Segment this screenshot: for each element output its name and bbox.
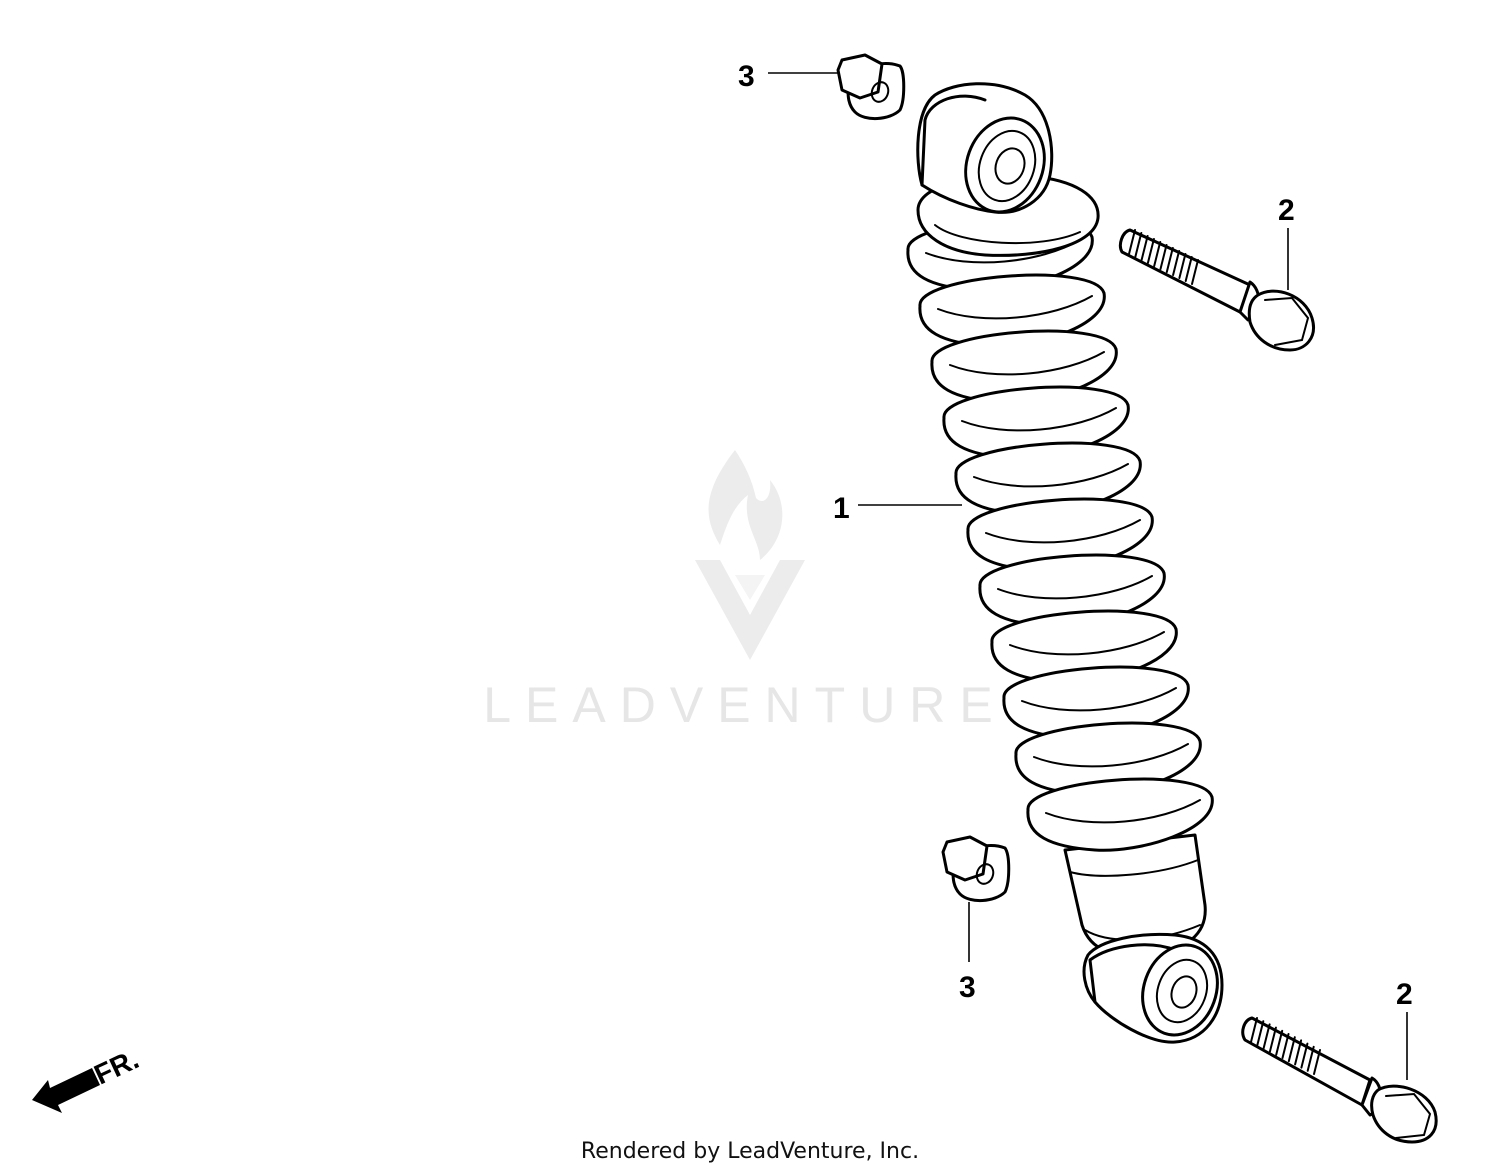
bolt-thread bbox=[1128, 229, 1199, 285]
spring-coil-inner-edge bbox=[1033, 743, 1189, 768]
thread-line bbox=[1250, 1017, 1258, 1043]
callout-number: 2 bbox=[1396, 978, 1413, 1011]
thread-line bbox=[1146, 238, 1155, 264]
spring-coil-inner-edge bbox=[949, 351, 1105, 376]
spring-coil-inner-edge bbox=[973, 463, 1129, 488]
callout-lower-bolt: 2 bbox=[1396, 978, 1413, 1080]
thread-line bbox=[1300, 1042, 1309, 1069]
spring-coil bbox=[978, 553, 1166, 628]
spring-coil bbox=[942, 385, 1130, 460]
spring-coil bbox=[954, 441, 1142, 516]
thread-line bbox=[1165, 247, 1174, 273]
thread-line bbox=[1184, 256, 1193, 282]
spring-coil bbox=[1014, 721, 1202, 796]
thread-line bbox=[1153, 241, 1162, 267]
lower-flange-bolt bbox=[1241, 1016, 1438, 1144]
spring-coil-inner-edge bbox=[985, 519, 1141, 544]
spring-coil bbox=[990, 609, 1178, 684]
thread-line bbox=[1191, 259, 1199, 285]
footer-credit: Rendered by LeadVenture, Inc. bbox=[581, 1139, 919, 1164]
lower-flange-nut bbox=[941, 835, 1011, 902]
callout-number: 3 bbox=[738, 60, 755, 93]
watermark-brand: LEADVENTURE bbox=[483, 677, 1007, 733]
coil-spring bbox=[906, 217, 1214, 852]
thread-line bbox=[1281, 1033, 1290, 1059]
thread-line bbox=[1294, 1039, 1303, 1066]
spring-coil-inner-edge bbox=[1009, 631, 1165, 656]
spring-coil-inner-edge bbox=[1045, 799, 1201, 824]
spring-coil-inner-edge bbox=[1021, 687, 1177, 712]
watermark: LEADVENTURE bbox=[483, 450, 1007, 733]
upper-flange-bolt bbox=[1118, 228, 1315, 352]
callout-shock-absorber: 1 bbox=[833, 492, 962, 525]
callout-number: 3 bbox=[959, 971, 976, 1004]
shock-absorber bbox=[906, 82, 1224, 1044]
thread-line bbox=[1128, 229, 1136, 255]
bolt-thread bbox=[1250, 1017, 1321, 1075]
thread-line bbox=[1287, 1036, 1296, 1063]
spring-coil-inner-edge bbox=[997, 575, 1153, 600]
spring-coil-inner-edge bbox=[961, 407, 1117, 432]
spring-coil bbox=[1002, 665, 1190, 740]
front-direction-indicator: FR. bbox=[32, 1043, 143, 1113]
spring-coil-inner-edge bbox=[937, 295, 1093, 320]
thread-line bbox=[1178, 253, 1187, 279]
thread-line bbox=[1275, 1029, 1284, 1056]
spring-coil bbox=[966, 497, 1154, 572]
thread-line bbox=[1262, 1023, 1271, 1050]
spring-coil bbox=[930, 329, 1118, 404]
thread-line bbox=[1172, 250, 1181, 276]
thread-line bbox=[1313, 1049, 1321, 1075]
spring-coil bbox=[1026, 777, 1214, 852]
callout-upper-nut: 3 bbox=[738, 60, 838, 93]
thread-line bbox=[1134, 232, 1143, 258]
thread-line bbox=[1140, 235, 1149, 261]
thread-line bbox=[1306, 1045, 1315, 1072]
callout-number: 1 bbox=[833, 492, 850, 525]
spring-coil bbox=[918, 273, 1106, 348]
upper-flange-nut bbox=[836, 53, 906, 120]
thread-line bbox=[1268, 1026, 1277, 1053]
callout-lower-nut: 3 bbox=[959, 902, 976, 1004]
callout-upper-bolt: 2 bbox=[1278, 194, 1295, 290]
thread-line bbox=[1256, 1020, 1265, 1047]
callout-number: 2 bbox=[1278, 194, 1295, 227]
front-direction-arrow-icon bbox=[32, 1068, 100, 1113]
flame-v-logo-icon bbox=[695, 450, 805, 660]
thread-line bbox=[1159, 244, 1168, 270]
